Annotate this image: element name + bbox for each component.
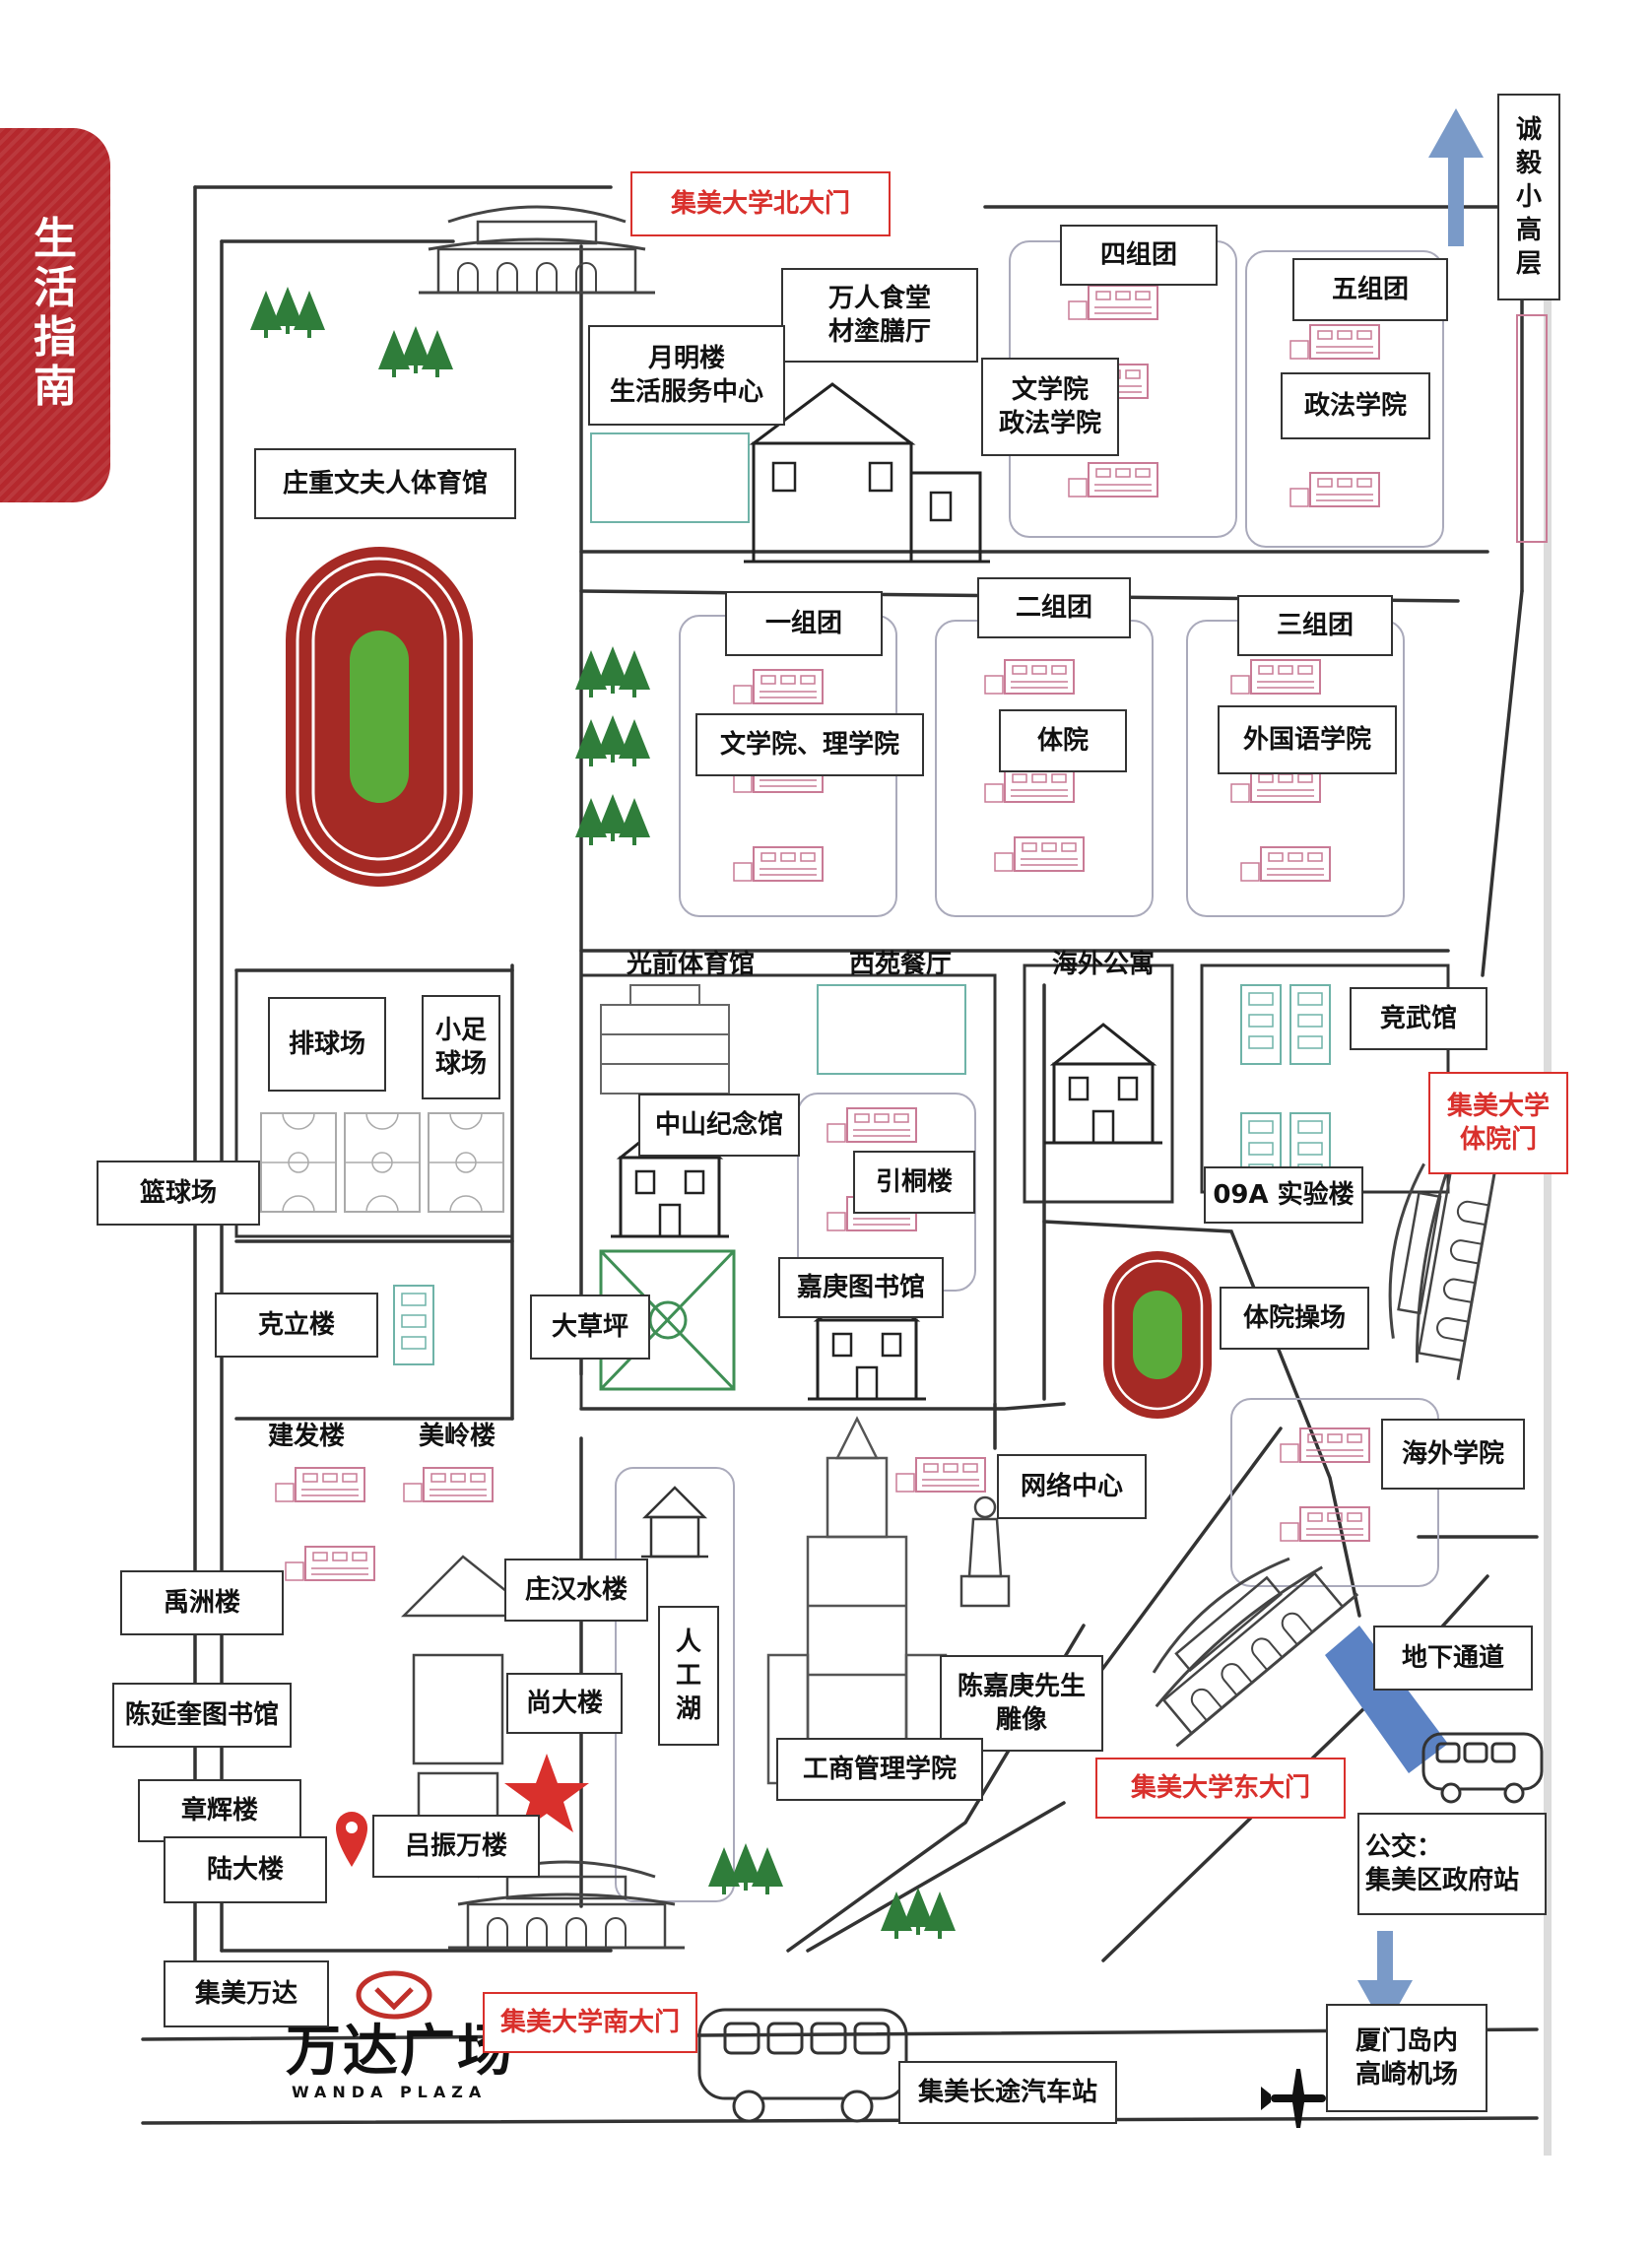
label-lanqiu[interactable]: 篮球场	[97, 1161, 260, 1226]
label-wanda[interactable]: 集美万达	[164, 1960, 329, 2027]
label-ditong[interactable]: 地下通道	[1373, 1626, 1533, 1691]
gate-south-label[interactable]: 集美大学南大门	[483, 1992, 697, 2053]
label-paiqiu[interactable]: 排球场	[268, 997, 386, 1092]
side-tab: 生活指南	[0, 128, 110, 502]
label-chenyankui[interactable]: 陈延奎图书馆	[112, 1683, 292, 1748]
label-bus-station[interactable]: 公交： 集美区政府站	[1357, 1813, 1547, 1915]
location-pin-icon	[336, 1812, 367, 1867]
label-tiyuan[interactable]: 体院	[999, 709, 1127, 772]
label-wangluo[interactable]: 网络中心	[997, 1454, 1147, 1519]
arrow-up-icon	[1428, 108, 1484, 246]
gate-icon	[417, 205, 657, 295]
label-wanren[interactable]: 万人食堂 材塗膳厅	[781, 268, 978, 363]
label-waiguoyu[interactable]: 外国语学院	[1218, 705, 1397, 774]
label-gongshang[interactable]: 工商管理学院	[776, 1738, 983, 1801]
label-zhuangzhongwen[interactable]: 庄重文夫人体育馆	[254, 448, 516, 519]
label-ludalou[interactable]: 陆大楼	[164, 1836, 327, 1903]
running-track-icon	[286, 547, 473, 887]
wanda-plaza-logo-text: 万达广场	[286, 2020, 514, 2084]
label-zhanghui[interactable]: 章辉楼	[138, 1779, 301, 1842]
label-jiageng-lib[interactable]: 嘉庚图书馆	[778, 1257, 944, 1318]
gate-east-label[interactable]: 集美大学东大门	[1095, 1758, 1346, 1819]
label-tiyuan-field[interactable]: 体院操场	[1220, 1287, 1369, 1350]
label-wenxue-lixue[interactable]: 文学院、理学院	[695, 713, 924, 776]
label-sanzutuan[interactable]: 三组团	[1237, 595, 1393, 656]
airplane-icon	[1261, 2069, 1326, 2128]
label-jingwu[interactable]: 竞武馆	[1350, 987, 1487, 1050]
bus-icon	[1421, 1732, 1544, 1804]
label-zhuanghanshui[interactable]: 庄汉水楼	[504, 1559, 648, 1622]
label-yizutuan[interactable]: 一组团	[725, 591, 883, 656]
label-haiwai-xueyuan[interactable]: 海外学院	[1381, 1419, 1525, 1490]
label-wenxue-zhengfa[interactable]: 文学院 政法学院	[981, 358, 1119, 456]
star-icon	[504, 1754, 589, 1832]
label-yintong[interactable]: 引桐楼	[853, 1151, 975, 1214]
label-chengyi[interactable]: 诚毅小高层	[1497, 94, 1560, 300]
label-lab09a[interactable]: 09A 实验楼	[1204, 1166, 1363, 1224]
bus-icon	[697, 2008, 908, 2123]
label-rengonghu[interactable]: 人工湖	[658, 1606, 719, 1746]
side-tab-title: 生活指南	[33, 214, 77, 412]
gate-north-label[interactable]: 集美大学北大门	[630, 171, 891, 236]
label-changtu[interactable]: 集美长途汽车站	[898, 2061, 1117, 2124]
label-airport[interactable]: 厦门岛内 高崎机场	[1326, 2004, 1487, 2112]
label-guangqian[interactable]: 光前体育馆	[627, 950, 756, 979]
wanda-plaza-logo-subtitle: WANDA PLAZA	[292, 2083, 488, 2101]
label-dacaoping[interactable]: 大草坪	[530, 1294, 650, 1360]
label-statue[interactable]: 陈嘉庚先生 雕像	[940, 1655, 1103, 1752]
label-yuzhou[interactable]: 禹洲楼	[120, 1570, 284, 1635]
label-shangda[interactable]: 尚大楼	[506, 1673, 623, 1734]
label-lvzhenwan[interactable]: 吕振万楼	[372, 1815, 540, 1878]
label-xiyuan[interactable]: 西苑餐厅	[849, 950, 953, 979]
label-erzutuan[interactable]: 二组团	[977, 577, 1131, 638]
label-xiaozu[interactable]: 小足 球场	[422, 995, 500, 1099]
label-haiwai-gongyu[interactable]: 海外公寓	[1052, 950, 1156, 979]
label-sizutuan[interactable]: 四组团	[1060, 225, 1218, 286]
label-keli[interactable]: 克立楼	[215, 1293, 378, 1358]
label-zhengfa[interactable]: 政法学院	[1281, 372, 1430, 439]
gate-sports-label[interactable]: 集美大学 体院门	[1428, 1072, 1568, 1174]
label-jianfa[interactable]: 建发楼	[268, 1422, 346, 1451]
label-meiling[interactable]: 美岭楼	[419, 1422, 496, 1451]
label-yueming[interactable]: 月明楼 生活服务中心	[588, 325, 785, 426]
label-zhongshan[interactable]: 中山纪念馆	[638, 1094, 800, 1157]
label-wuzutuan[interactable]: 五组团	[1292, 258, 1448, 321]
